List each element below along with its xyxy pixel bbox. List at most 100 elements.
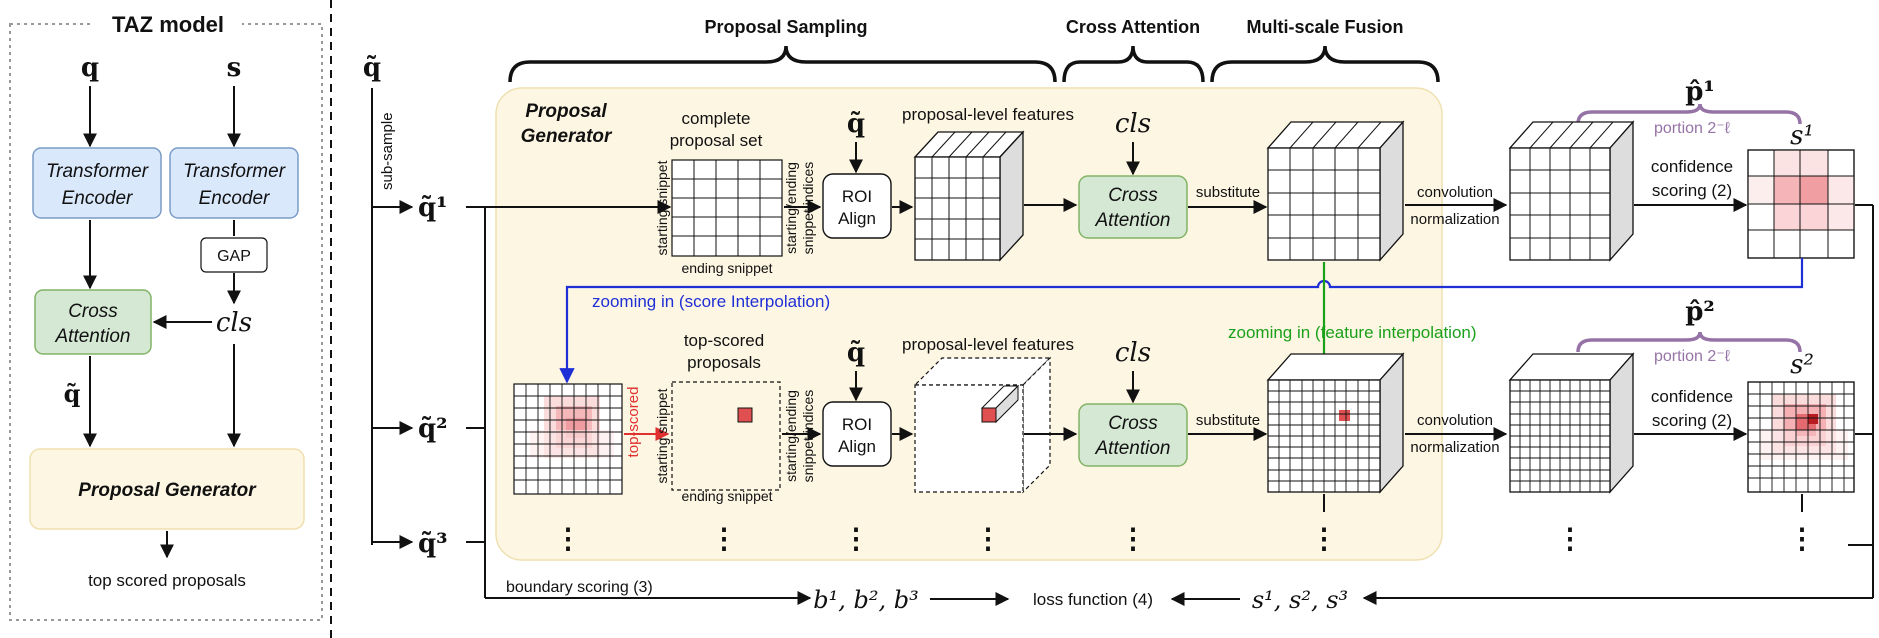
q3-label: q̃³ [418,529,448,559]
svg-text:GAP: GAP [217,248,251,265]
transformer-encoder-q: Transformer Encoder [32,147,162,219]
complete-proposal-grid [671,159,783,257]
svg-text:ROI: ROI [842,415,872,434]
q-tilde-roi2: q̃ [847,338,865,368]
svg-text:Encoder: Encoder [199,188,270,209]
cross-attention-row2: Cross Attention [1078,403,1188,467]
svg-text:Cross: Cross [68,301,118,322]
zoom-score-label: zooming in (score Interpolation) [592,292,830,311]
boundary-scoring-label: boundary scoring (3) [506,579,653,596]
svg-text:portion 2⁻ℓ: portion 2⁻ℓ [1654,120,1730,137]
q-tilde-roi1: q̃ [847,109,865,139]
p-hat-1: p̂¹ [1685,77,1715,107]
svg-text:ending snippet: ending snippet [681,260,772,276]
svg-text:Encoder: Encoder [62,188,133,209]
q-symbol: q [81,53,99,83]
svg-text:Attention: Attention [55,326,131,347]
svg-text:Cross: Cross [1108,413,1158,434]
left-output: top scored proposals [88,571,246,590]
svg-text:⋮: ⋮ [1310,523,1338,554]
roi-align-2: ROI Align [822,401,892,467]
svg-text:Transformer: Transformer [183,161,286,182]
left-title: TAZ model [112,12,224,37]
svg-text:ending snippet: ending snippet [681,488,772,504]
svg-text:convolution: convolution [1417,184,1493,201]
svg-text:scoring (2): scoring (2) [1652,181,1732,200]
svg-text:snippet indices: snippet indices [800,390,816,483]
gap-box: GAP [200,237,268,273]
svg-text:⋮: ⋮ [554,523,582,554]
zoom-feature-label: zooming in (feature interpolation) [1228,323,1477,342]
svg-text:⋮: ⋮ [710,523,738,554]
svg-text:Transformer: Transformer [46,161,149,182]
q-tilde-left: q̃ [64,379,81,408]
svg-text:portion 2⁻ℓ: portion 2⁻ℓ [1654,348,1730,365]
svg-text:proposal set: proposal set [670,131,763,150]
section-multiscale-fusion: Multi-scale Fusion [1246,17,1403,37]
svg-text:proposal-level features: proposal-level features [902,335,1074,354]
svg-text:confidence: confidence [1651,157,1733,176]
svg-text:⋮: ⋮ [974,523,1002,554]
roi-align-1: ROI Align [822,173,892,239]
cls-row1: cls [1115,109,1151,139]
svg-text:substitute: substitute [1196,184,1260,201]
svg-text:Align: Align [838,437,876,456]
right-panel: Proposal Generator Proposal Sampling Cro… [363,17,1874,614]
proposal-generator-left: Proposal Generator [29,448,305,530]
q1-label: q̃¹ [418,193,448,223]
svg-text:Generator: Generator [521,126,613,147]
p-hat-2: p̂² [1685,297,1715,327]
svg-text:scoring (2): scoring (2) [1652,411,1732,430]
svg-text:starting/ending: starting/ending [783,390,799,482]
q-tilde-right: q̃ [363,53,381,83]
score-heatmap-input [513,383,623,495]
fusion-cube-1 [1266,120,1405,262]
proposal-feature-cube-2 [913,356,1052,494]
cls-left: cls [216,308,252,338]
svg-text:convolution: convolution [1417,412,1493,429]
s2-label: s² [1790,350,1814,380]
loss-function: loss function (4) [1033,590,1153,609]
cross-attention-left: Cross Attention [34,289,152,355]
s-values: s¹, s², s³ [1252,586,1348,614]
section-proposal-sampling: Proposal Sampling [704,17,867,37]
cls-row2: cls [1115,338,1151,368]
score-grid-2 [1747,381,1855,493]
fusion-cube-2 [1266,352,1405,494]
left-panel: TAZ model q s Transformer Encoder Transf… [9,10,323,621]
svg-text:top-scored: top-scored [684,331,764,350]
subsample-label: sub-sample [379,112,396,190]
s1-label: s¹ [1790,121,1814,151]
score-grid-1 [1747,149,1855,259]
svg-text:confidence: confidence [1651,387,1733,406]
svg-text:normalization: normalization [1410,211,1499,228]
svg-text:Cross: Cross [1108,185,1158,206]
svg-text:complete: complete [682,109,751,128]
b-values: b¹, b², b³ [813,586,918,614]
svg-text:Attention: Attention [1095,210,1171,231]
proposal-feature-cube-1 [913,130,1025,262]
conv-cube-2 [1508,352,1635,494]
conv-cube-1 [1508,120,1635,262]
svg-text:Align: Align [838,209,876,228]
ellipses-row3: ⋮ ⋮ ⋮ ⋮ ⋮ ⋮ ⋮ ⋮ [554,523,1816,554]
transformer-encoder-s: Transformer Encoder [169,147,299,219]
svg-text:⋮: ⋮ [1788,523,1816,554]
q2-label: q̃² [418,414,448,444]
svg-text:Proposal Generator: Proposal Generator [78,480,257,501]
svg-text:starting snippet: starting snippet [654,160,670,255]
svg-text:proposals: proposals [687,353,761,372]
svg-text:Proposal: Proposal [525,101,607,122]
svg-text:substitute: substitute [1196,412,1260,429]
svg-text:⋮: ⋮ [1119,523,1147,554]
svg-text:ROI: ROI [842,187,872,206]
topscored-red-label: top-scored [625,387,642,458]
top-scored-proposals-box [671,381,781,491]
section-cross-attention: Cross Attention [1066,17,1200,37]
svg-text:normalization: normalization [1410,439,1499,456]
svg-text:starting snippet: starting snippet [654,388,670,483]
s-symbol: s [227,53,242,83]
svg-text:⋮: ⋮ [1556,523,1584,554]
svg-text:proposal-level features: proposal-level features [902,105,1074,124]
